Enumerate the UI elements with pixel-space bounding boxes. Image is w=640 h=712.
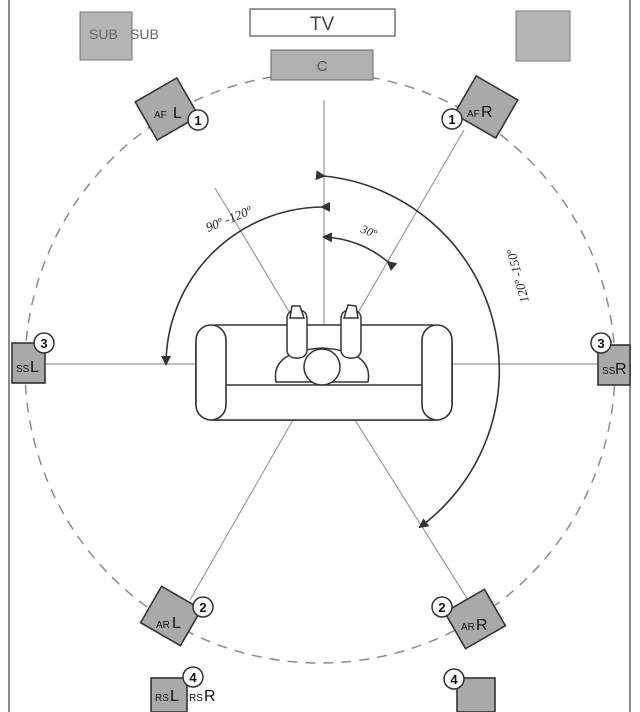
side-right-speaker: SS R 3 — [590, 332, 631, 386]
front-left-badge: 1 — [194, 113, 201, 128]
front-left-prefix: AF — [154, 110, 167, 121]
person-top-view — [274, 304, 370, 386]
back-right-label: RS R — [189, 688, 216, 705]
front-angle-arc — [322, 232, 398, 271]
rear-left-speaker: AR L 2 — [139, 585, 214, 647]
rear-left-prefix: AR — [156, 620, 170, 631]
rear-left-side: L — [172, 615, 181, 632]
rear-right-prefix: AR — [461, 622, 475, 633]
rear-right-speaker: AR R 2 — [431, 588, 507, 650]
back-left-side: L — [170, 688, 179, 705]
back-right-side: R — [204, 688, 216, 705]
back-right-prefix: RS — [189, 693, 203, 704]
rear-angle-arc — [315, 170, 501, 529]
rear-right-side: R — [476, 617, 488, 634]
side-left-badge: 3 — [40, 336, 47, 351]
front-left-side: L — [173, 105, 182, 122]
tv: TV — [249, 8, 396, 37]
side-right-prefix: SS — [602, 366, 616, 377]
side-left-side: L — [30, 359, 39, 376]
front-angle-label: 30º — [358, 221, 379, 240]
back-left-badge: 4 — [189, 670, 197, 685]
subwoofer-right-label: SUB — [130, 26, 159, 42]
front-left-speaker: AF L 1 — [134, 76, 209, 142]
rear-left-badge: 2 — [199, 600, 206, 615]
side-left-speaker: SS L 3 — [11, 332, 55, 384]
front-right-speaker: AF R 1 — [441, 74, 519, 140]
subwoofer-left: SUB — [79, 11, 133, 61]
side-left-prefix: SS — [16, 364, 30, 375]
back-left-speaker: RS L 4 — [150, 666, 204, 712]
side-angle-arc — [161, 201, 331, 366]
front-right-side: R — [481, 104, 493, 121]
side-angle-label: 90º -120º — [204, 202, 255, 234]
rear-angle-label: 120º -150º — [503, 247, 532, 305]
tv-label: TV — [310, 14, 335, 35]
angle-arcs — [161, 170, 501, 529]
subwoofer-right — [515, 10, 571, 62]
subwoofer-left-label: SUB — [89, 26, 118, 42]
front-right-prefix: AF — [467, 109, 480, 120]
side-right-badge: 3 — [597, 336, 604, 351]
back-left-prefix: RS — [155, 693, 169, 704]
side-right-side: R — [615, 361, 627, 378]
center-label: C — [317, 58, 328, 75]
rear-right-badge: 2 — [438, 600, 445, 615]
back-right-speaker: 4 — [443, 668, 496, 712]
front-right-badge: 1 — [448, 112, 455, 127]
back-right-badge: 4 — [450, 672, 458, 687]
center-speaker: C — [270, 49, 374, 81]
